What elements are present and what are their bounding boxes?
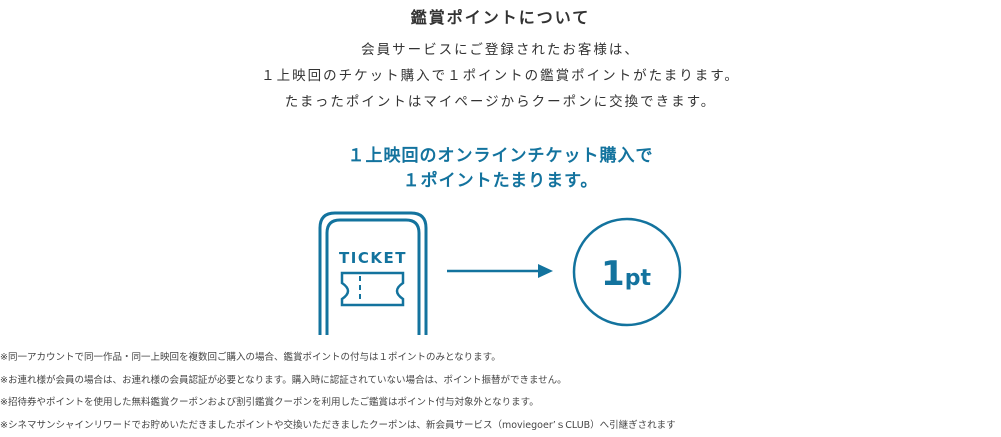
highlight-line: １上映回のオンラインチケット購入で [0,144,1001,169]
notes-list: ※同一アカウントで同一作品・同一上映回を複数回ご購入の場合、鑑賞ポイントの付与は… [0,347,676,437]
points-value: 1pt [601,254,651,294]
note-item: ※招待券やポイントを使用した無料鑑賞クーポンおよび割引鑑賞クーポンを利用したご鑑… [0,392,676,415]
note-item: ※同一アカウントで同一作品・同一上映回を複数回ご購入の場合、鑑賞ポイントの付与は… [0,347,676,370]
note-item: ※シネマサンシャインリワードでお貯めいただきましたポイントや交換いただきましたク… [0,415,676,437]
points-diagram: TICKET 1pt [0,200,1001,335]
note-item: ※お連れ様が会員の場合は、お連れ様の会員認証が必要となります。購入時に認証されて… [0,370,676,393]
highlight-heading: １上映回のオンラインチケット購入で １ポイントたまります。 [0,144,1001,194]
lead-text: 会員サービスにご登録されたお客様は、 １上映回のチケット購入で１ポイントの鑑賞ポ… [0,37,1001,115]
arrow-icon [447,264,553,278]
ticket-icon [320,213,426,335]
section-title: 鑑賞ポイントについて [0,4,1001,28]
lead-line: たまったポイントはマイページからクーポンに交換できます。 [0,89,1001,115]
lead-line: 会員サービスにご登録されたお客様は、 [0,37,1001,63]
highlight-line: １ポイントたまります。 [0,169,1001,194]
ticket-label: TICKET [339,249,407,267]
lead-line: １上映回のチケット購入で１ポイントの鑑賞ポイントがたまります。 [0,63,1001,89]
